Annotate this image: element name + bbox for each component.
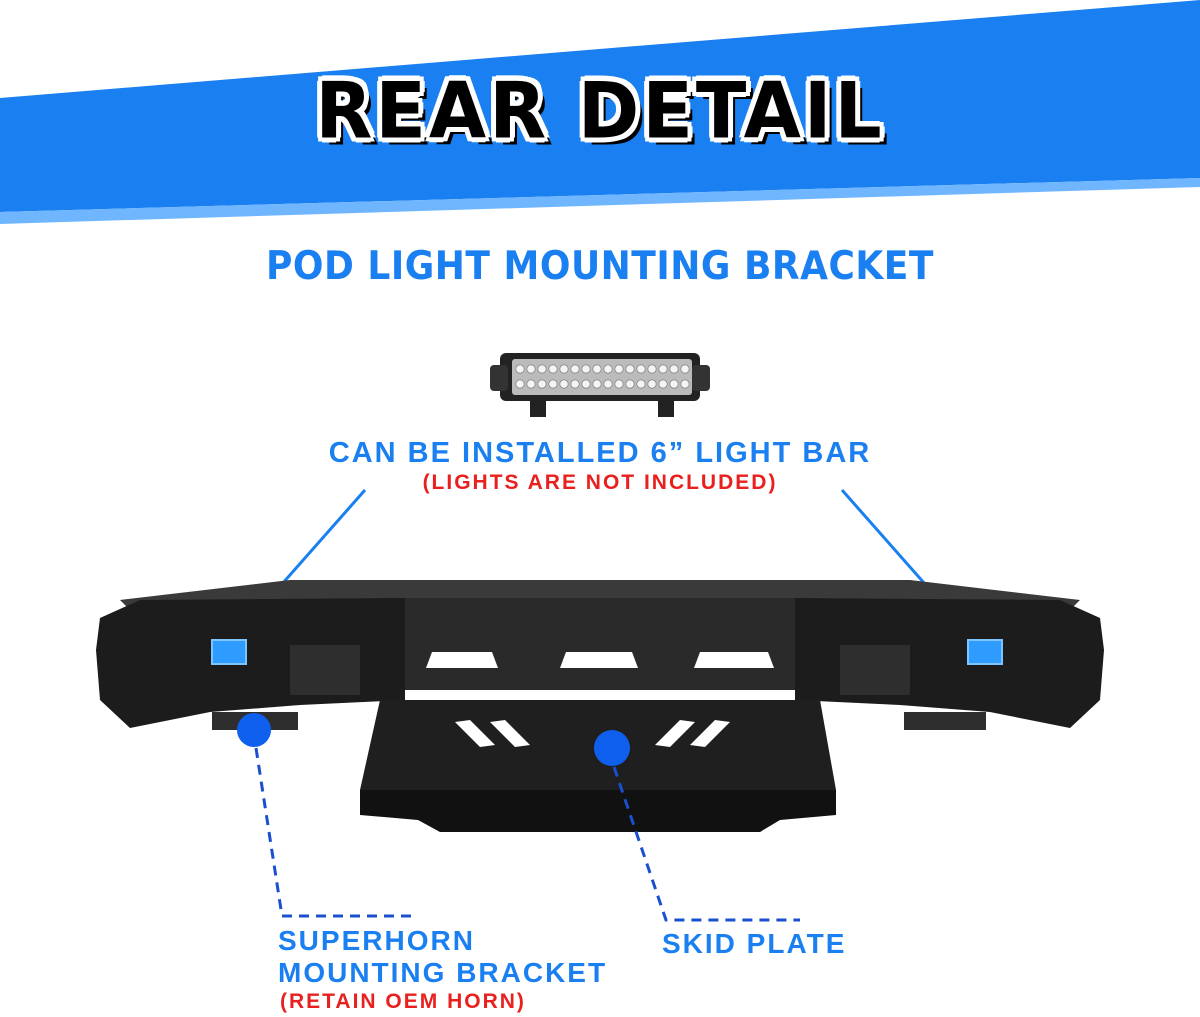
superhorn-leader-line xyxy=(254,747,416,918)
skid-plate-lower xyxy=(360,790,836,832)
led-cell xyxy=(669,364,679,374)
section-title: POD LIGHT MOUNTING BRACKET xyxy=(266,243,934,290)
skid-slot-1 xyxy=(455,720,495,747)
led-cell xyxy=(614,379,624,389)
led-cell xyxy=(669,379,679,389)
led-cell xyxy=(647,379,657,389)
led-cell xyxy=(526,379,536,389)
led-cells xyxy=(515,364,690,389)
light-bar-image xyxy=(490,353,710,417)
led-cell xyxy=(636,364,646,374)
led-cell xyxy=(625,379,635,389)
led-cell xyxy=(647,364,657,374)
banner-light-edge xyxy=(0,178,1200,224)
bumper-center-plate xyxy=(405,598,795,690)
left-pod-bracket xyxy=(211,639,247,665)
led-cell xyxy=(537,364,547,374)
led-cell xyxy=(658,364,668,374)
led-cell xyxy=(592,379,602,389)
led-cell xyxy=(559,364,569,374)
banner-shape xyxy=(0,0,1200,212)
superhorn-label-line2: MOUNTING BRACKET xyxy=(278,957,608,988)
bumper-right-wing xyxy=(795,598,1104,728)
page-title: REAR DETAIL xyxy=(315,65,885,157)
led-cell xyxy=(570,364,580,374)
led-cell xyxy=(526,364,536,374)
bumper-left-wing xyxy=(96,598,405,728)
right-pod-bracket xyxy=(967,639,1003,665)
led-cell xyxy=(515,364,525,374)
header-banner xyxy=(0,0,1200,224)
led-cell xyxy=(570,379,580,389)
led-cell xyxy=(614,364,624,374)
skid-slot-4 xyxy=(690,720,730,747)
led-cell xyxy=(680,379,690,389)
light-bar-label: CAN BE INSTALLED 6” LIGHT BAR xyxy=(328,437,872,469)
center-cutout-2 xyxy=(560,652,638,668)
skid-plate-label: SKID PLATE xyxy=(662,928,847,959)
led-cell xyxy=(548,364,558,374)
left-bracket xyxy=(290,645,360,695)
skid-slot-2 xyxy=(490,720,530,747)
skid-slot-3 xyxy=(655,720,695,747)
led-cell xyxy=(625,364,635,374)
led-cell xyxy=(603,364,613,374)
skid-plate-leader-line xyxy=(612,766,800,922)
led-cell xyxy=(581,379,591,389)
led-cell xyxy=(548,379,558,389)
superhorn-note: (RETAIN OEM HORN) xyxy=(280,990,526,1013)
led-cell xyxy=(592,364,602,374)
superhorn-marker xyxy=(237,713,271,747)
superhorn-label-line1: SUPERHORN xyxy=(278,925,475,956)
led-cell xyxy=(680,364,690,374)
led-cell xyxy=(658,379,668,389)
light-bar-note: (LIGHTS ARE NOT INCLUDED) xyxy=(422,471,778,494)
led-cell xyxy=(581,364,591,374)
led-cell xyxy=(537,379,547,389)
led-cell xyxy=(559,379,569,389)
center-cutout-3 xyxy=(694,652,774,668)
led-cell xyxy=(603,379,613,389)
right-lower-bracket xyxy=(904,712,986,730)
led-cell xyxy=(636,379,646,389)
right-bracket xyxy=(840,645,910,695)
skid-plate-marker xyxy=(594,730,630,766)
center-cutout-1 xyxy=(426,652,498,668)
led-cell xyxy=(515,379,525,389)
